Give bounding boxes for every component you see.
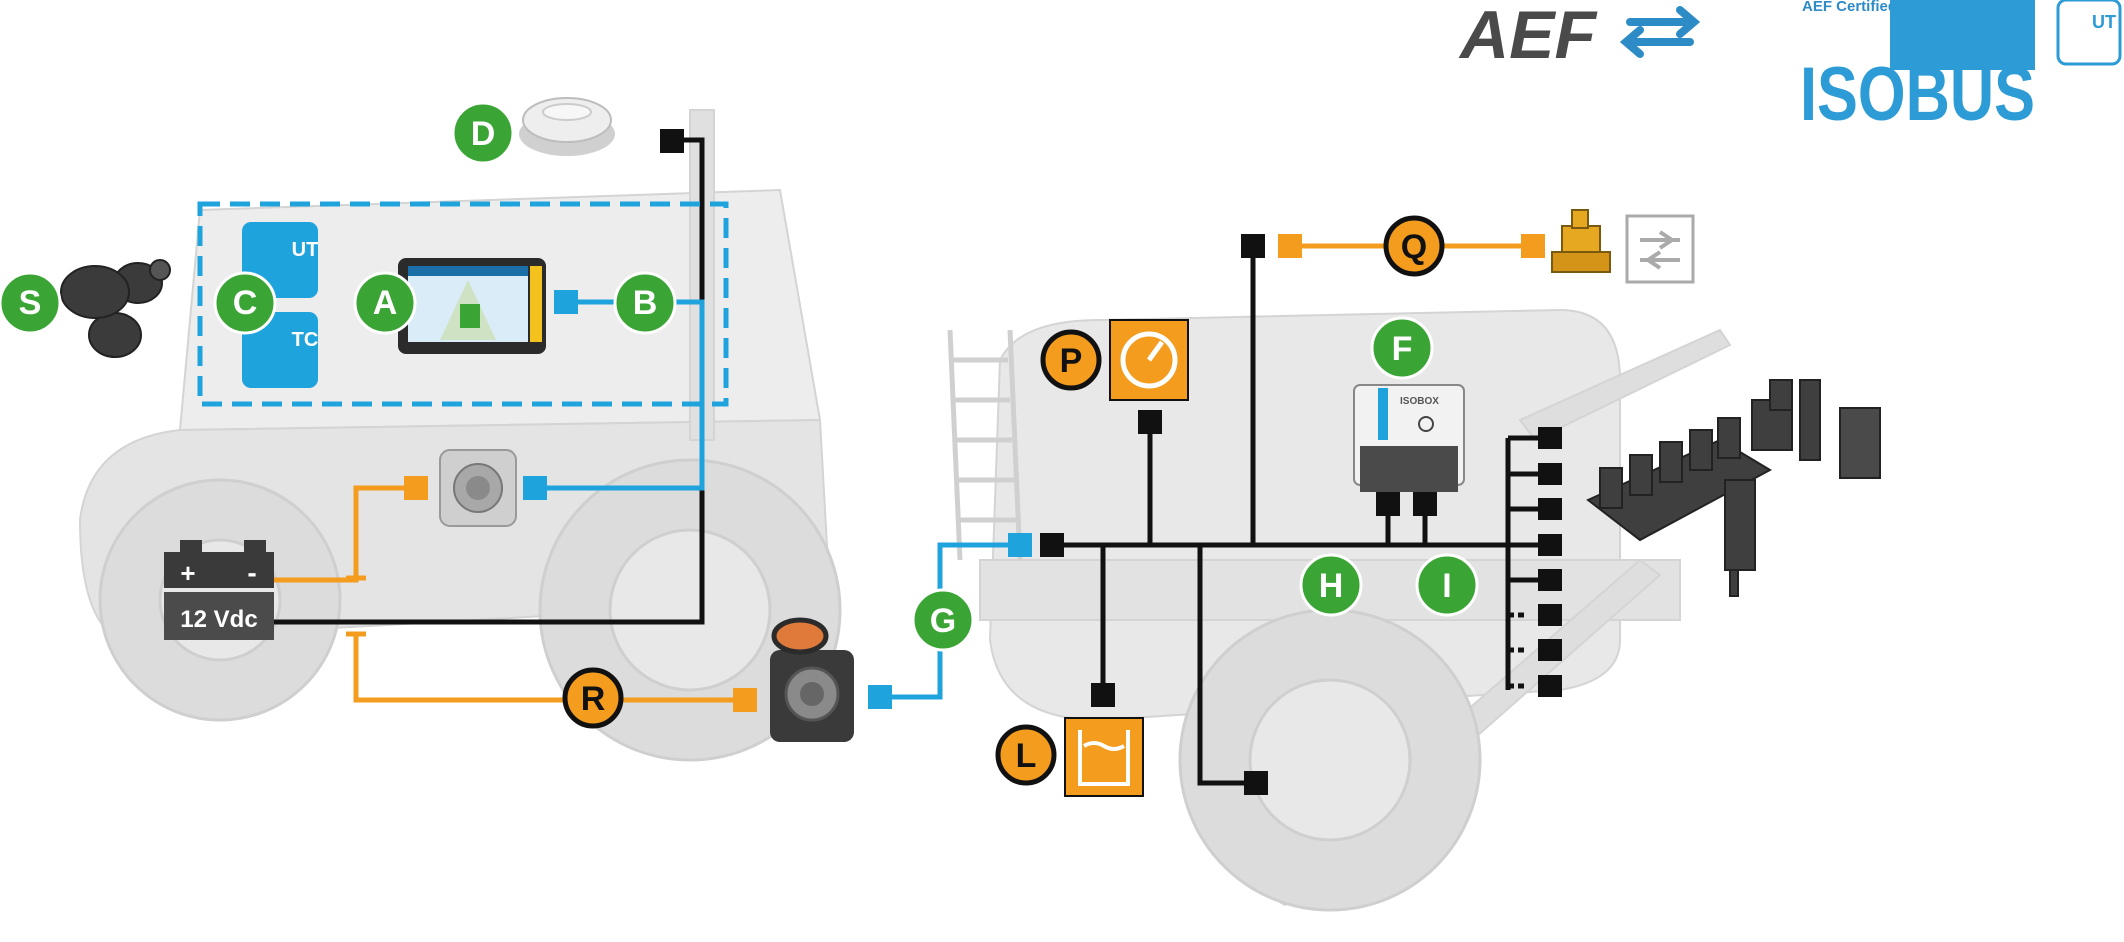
tank-icon: [1078, 730, 1130, 786]
connectors-black: [660, 129, 1562, 795]
isobus-blue-block: [1890, 0, 2035, 70]
battery-12vdc: + - 12 Vdc: [164, 540, 274, 640]
svg-text:Q: Q: [1401, 228, 1427, 266]
marker-c: C: [213, 271, 277, 335]
isobox-label: ISOBOX: [1400, 396, 1439, 407]
isobox-ecu: ISOBOX: [1353, 384, 1465, 492]
connectors-orange: [404, 234, 1545, 712]
gps-receiver-dome: [519, 97, 615, 156]
marker-r: R: [562, 667, 624, 729]
section-valve-manifold: [1586, 379, 1881, 597]
marker-i: I: [1415, 553, 1479, 617]
svg-text:I: I: [1442, 567, 1451, 605]
joystick-icon: [60, 259, 171, 358]
marker-q: Q: [1383, 215, 1445, 277]
tank-level-sensor-box: [1064, 717, 1144, 797]
cab-socket-icon: [439, 449, 517, 527]
marker-p: P: [1040, 329, 1102, 391]
marker-d: D: [451, 101, 515, 165]
aef-certified-text: AEF Certified: [1802, 0, 1897, 15]
svg-text:A: A: [373, 284, 398, 322]
hydraulic-valve-icon: [1551, 209, 1611, 273]
svg-text:P: P: [1060, 342, 1083, 380]
svg-text:D: D: [471, 115, 496, 153]
tractor-sprayer-silhouette: [78, 109, 1732, 907]
marker-a: A: [353, 271, 417, 335]
marker-g: G: [911, 588, 975, 652]
battery-plus-label: +: [180, 558, 195, 588]
ut-badge-text: UT: [2092, 12, 2116, 32]
battery-minus-label: -: [247, 557, 256, 588]
marker-b: B: [613, 271, 677, 335]
gauge-icon: [1120, 331, 1178, 389]
ut-block-label: UT: [292, 239, 319, 261]
svg-text:B: B: [633, 284, 658, 322]
svg-text:G: G: [930, 602, 956, 640]
cab-dashed-boundary: [197, 201, 729, 407]
marker-l: L: [995, 724, 1057, 786]
rear-isobus-socket: [770, 617, 854, 742]
aef-logo-text: AEF: [1458, 0, 1597, 73]
valve-symbol-icon: [1625, 214, 1695, 284]
svg-text:L: L: [1016, 737, 1037, 775]
aef-logo: AEF: [1458, 0, 1701, 73]
svg-text:C: C: [233, 284, 258, 322]
isobus-terminal-display: [398, 258, 546, 354]
aef-arrows-icon: [1619, 6, 1701, 58]
isobus-logo-text: ISOBUS: [1800, 52, 2035, 137]
connectors-blue: [523, 290, 1032, 709]
black-isobus-wires: [1052, 246, 1545, 786]
svg-text:H: H: [1319, 567, 1344, 605]
tc-block: [242, 312, 318, 388]
marker-h: H: [1299, 553, 1363, 617]
tc-block-label: TC: [292, 329, 319, 351]
battery-voltage-label: 12 Vdc: [180, 606, 257, 633]
marker-s: S: [0, 271, 62, 335]
svg-text:R: R: [581, 680, 606, 718]
ut-badge-box: [2056, 0, 2122, 66]
isobus-logo: AEF Certified ISOBUS UT: [1800, 0, 2122, 137]
marker-f: F: [1370, 316, 1434, 380]
svg-text:S: S: [19, 284, 42, 322]
svg-text:F: F: [1392, 330, 1413, 368]
pressure-sensor-box: [1109, 319, 1189, 401]
